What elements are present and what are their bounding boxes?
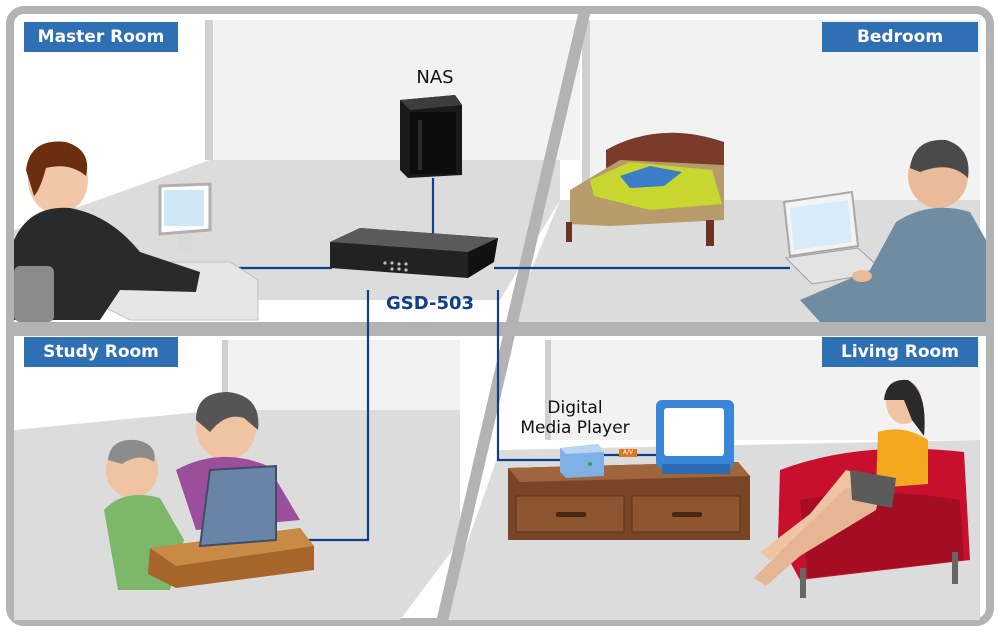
switch-device — [330, 228, 498, 278]
nas-label: NAS — [416, 67, 454, 88]
room-label-study: Study Room — [24, 337, 178, 367]
divider-walls — [14, 14, 986, 622]
switch-label: GSD-503 — [385, 293, 475, 314]
living-room-person — [754, 379, 928, 586]
living-room-tv — [656, 400, 734, 474]
media-player-label-line2: Media Player — [520, 418, 630, 438]
nas-device — [400, 95, 462, 178]
room-label-living: Living Room — [822, 337, 978, 367]
bedroom-person — [800, 139, 986, 322]
media-player-label-line1: Digital — [547, 398, 603, 418]
master-room-person — [14, 141, 200, 322]
media-player-label: Digital Media Player — [500, 398, 650, 438]
room-label-bedroom: Bedroom — [822, 22, 978, 52]
media-player-device — [560, 444, 604, 478]
room-label-master: Master Room — [24, 22, 178, 52]
av-tag-label: A/V — [622, 449, 634, 456]
av-cable-tag — [619, 449, 637, 457]
bedroom-bed — [566, 132, 724, 246]
wall-columns — [205, 20, 590, 440]
study-room-desk — [148, 464, 314, 588]
